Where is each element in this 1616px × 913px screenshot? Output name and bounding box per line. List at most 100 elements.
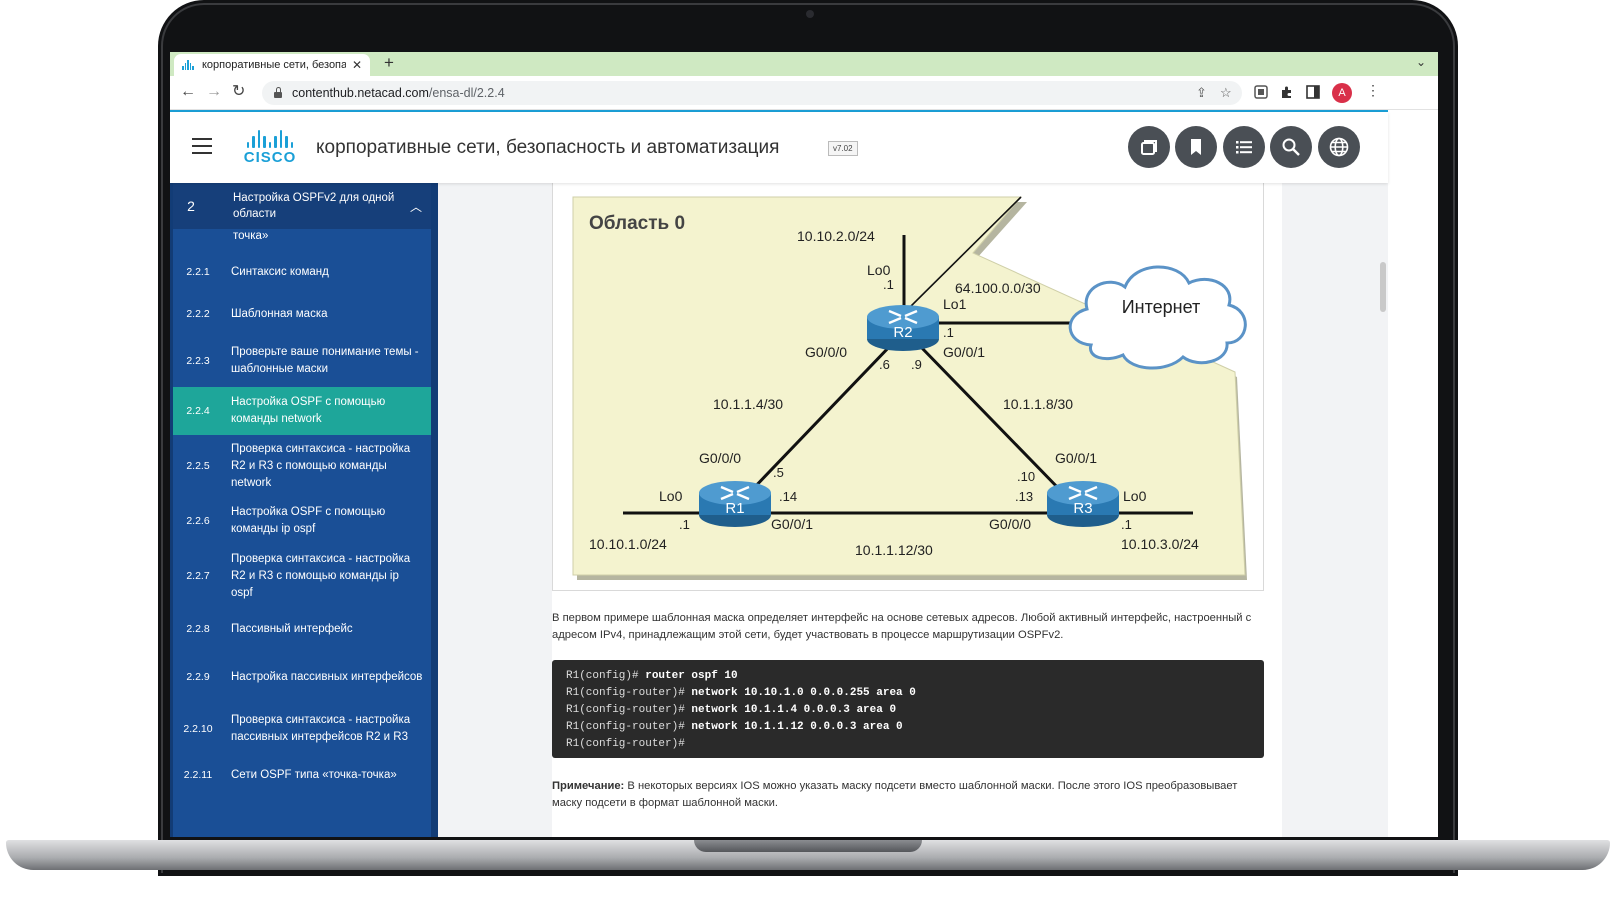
new-tab-button[interactable]: + — [384, 53, 394, 72]
hamburger-menu-icon[interactable] — [192, 138, 212, 154]
chapter-title: Настройка OSPFv2 для одной области — [233, 192, 395, 220]
intro-paragraph: В первом примере шаблонная маска определ… — [552, 612, 1252, 641]
page-accent-line — [170, 110, 1388, 112]
chevron-up-icon[interactable]: ︿ — [409, 199, 422, 214]
code-command: router ospf 10 — [645, 670, 738, 682]
code-line: R1(config-router)# network 10.1.1.12 0.0… — [566, 719, 1250, 736]
search-icon — [1282, 138, 1300, 156]
table-of-contents-button[interactable] — [1223, 126, 1265, 168]
sidebar-item-number: 2.2.2 — [186, 308, 210, 320]
label-r2-lo1: Lo1 — [943, 296, 967, 312]
router-r2-icon: R2 — [867, 305, 939, 351]
glossary-button[interactable] — [1128, 126, 1170, 168]
profile-avatar[interactable]: A — [1332, 83, 1352, 103]
internet-cloud-icon — [1068, 265, 1247, 370]
sidebar-item-number: 2.2.6 — [186, 515, 210, 527]
router-r3-icon: R3 — [1047, 481, 1119, 527]
label-net-r2-r3: 10.1.1.8/30 — [1003, 396, 1073, 412]
label-r1-lo0: Lo0 — [659, 488, 683, 504]
link-r1-r2 — [747, 343, 893, 495]
code-line: R1(config-router)# network 10.10.1.0 0.0… — [566, 685, 1250, 702]
label-r2-g001-host: .9 — [911, 357, 922, 372]
area-label: Область 0 — [589, 213, 685, 234]
note-paragraph: Примечание: В некоторых версиях IOS можн… — [552, 778, 1264, 812]
code-command: network 10.10.1.0 0.0.0.255 area 0 — [691, 687, 916, 699]
internet-label: Интернет — [1122, 297, 1201, 317]
sidebar-item-label: Сети OSPF типа «точка-точка» — [231, 768, 397, 781]
sidebar-item-label: Шаблонная маска — [231, 307, 328, 320]
sidebar-item-label: Проверка синтаксиса - настройка R2 и R3 … — [231, 442, 411, 489]
browser-menu-icon[interactable]: ⋮ — [1366, 82, 1380, 98]
url-bar[interactable]: contenthub.netacad.com/ensa-dl/2.2.4 ⇪ ☆ — [262, 81, 1242, 105]
tab-search-icon[interactable]: ⌄ — [1415, 55, 1426, 69]
code-prompt: R1(config-router)# — [566, 738, 685, 750]
label-r2-lo0-host: .1 — [883, 277, 894, 292]
links — [623, 196, 1193, 515]
sidebar-item-2-2-7[interactable]: 2.2.7 Проверка синтаксиса - настройка R2 … — [173, 545, 431, 607]
sidebar-item-label: Проверка синтаксиса - настройка R2 и R3 … — [231, 552, 411, 599]
code-command: network 10.1.1.4 0.0.0.3 area 0 — [691, 704, 897, 716]
sidebar-item-label: Синтаксис команд — [231, 265, 329, 278]
sidebar-item-label: Проверьте ваше понимание темы - шаблонны… — [231, 346, 419, 375]
search-button[interactable] — [1270, 126, 1312, 168]
label-r3-lo0-host: .1 — [1121, 517, 1132, 532]
chapter-header[interactable]: 2 Настройка OSPFv2 для одной области ︿ — [173, 183, 431, 229]
sidebar-item-2-2-2[interactable]: 2.2.2 Шаблонная маска — [173, 293, 431, 335]
list-icon — [1236, 141, 1252, 154]
url-path: /ensa-dl/2.2.4 — [428, 86, 505, 100]
label-net-r1-r3: 10.1.1.12/30 — [855, 542, 933, 558]
code-prompt: R1(config-router)# — [566, 687, 692, 699]
bookmark-star-icon[interactable]: ☆ — [1220, 85, 1232, 100]
reload-icon[interactable]: ↻ — [232, 83, 246, 100]
label-r3-g001-host: .10 — [1017, 469, 1035, 484]
extension-tab-icon[interactable] — [1254, 85, 1268, 99]
bookmark-button[interactable] — [1175, 126, 1217, 168]
sidebar-item-2-2-1[interactable]: 2.2.1 Синтаксис команд — [173, 251, 431, 293]
sidebar-item-number: 2.2.4 — [186, 405, 210, 417]
topology-figure: Интернет R2 R1 R3 Область 0 10.10.2.0/24… — [552, 183, 1264, 591]
router-name: R2 — [893, 324, 912, 341]
label-r2-g001: G0/0/1 — [943, 344, 985, 360]
page-scrollbar[interactable] — [1380, 262, 1386, 312]
code-prompt: R1(config-router)# — [566, 721, 692, 733]
back-icon[interactable]: ← — [180, 83, 196, 100]
laptop-notch — [694, 840, 922, 852]
globe-icon — [1329, 137, 1349, 157]
note-text: В некоторых версиях IOS можно указать ма… — [552, 780, 1238, 809]
sidebar-item-number: 2.2.1 — [186, 266, 210, 278]
side-panel-icon[interactable] — [1306, 85, 1320, 99]
ospf-topology-diagram: Интернет R2 R1 R3 Область 0 10.10.2.0/24… — [572, 196, 1247, 580]
sidebar-item-partial[interactable]: точка» — [233, 230, 269, 242]
label-net-r3-lo0: 10.10.3.0/24 — [1121, 536, 1199, 552]
label-r1-g001-host: .14 — [779, 489, 797, 504]
code-prompt: R1(config-router)# — [566, 704, 692, 716]
close-tab-icon[interactable]: ✕ — [351, 58, 362, 72]
sidebar-item-label: Настройка пассивных интерфейсов — [231, 670, 423, 683]
language-button[interactable] — [1318, 126, 1360, 168]
label-r2-lo1-host: .1 — [943, 325, 954, 340]
extensions-puzzle-icon[interactable] — [1280, 85, 1294, 99]
router-name: R3 — [1073, 500, 1092, 517]
forward-icon[interactable]: → — [206, 83, 222, 100]
version-badge: v7.02 — [828, 141, 858, 156]
code-command: network 10.1.1.12 0.0.0.3 area 0 — [691, 721, 903, 733]
sidebar-item-number: 2.2.7 — [186, 570, 210, 582]
sidebar-panel — [173, 183, 431, 837]
share-icon[interactable]: ⇪ — [1196, 85, 1207, 100]
note-label: Примечание: — [552, 780, 625, 792]
label-r1-lo0-host: .1 — [679, 517, 690, 532]
browser-tab[interactable]: корпоративные сети, безопа ✕ — [174, 54, 370, 76]
address-toolbar: ← → ↻ contenthub.netacad.com/ensa-dl/2.2… — [170, 76, 1438, 110]
cisco-logo[interactable]: CISCO — [240, 130, 300, 166]
label-r3-g000-host: .13 — [1015, 489, 1033, 504]
camera — [806, 10, 814, 18]
tab-strip: корпоративные сети, безопа ✕ + ⌄ — [170, 52, 1438, 76]
